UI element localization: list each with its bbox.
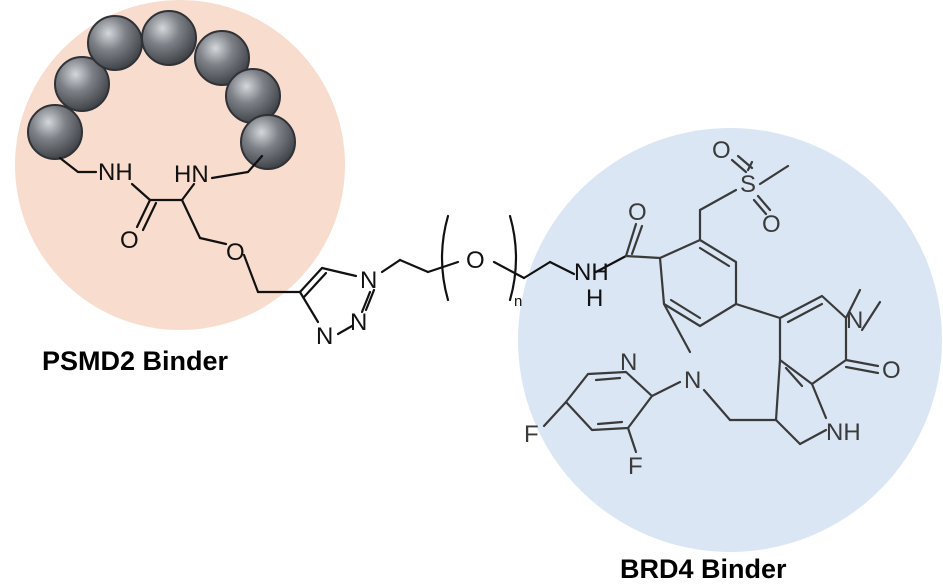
peptide-bead — [87, 15, 143, 71]
atom-f-2: F — [628, 453, 643, 480]
atom-n-pyridine: N — [620, 349, 637, 376]
atom-h-amide-right: H — [586, 285, 603, 312]
atom-o-carbonyl-left: O — [120, 227, 139, 254]
atom-s-sulfone: S — [740, 171, 756, 198]
peptide-bead — [194, 30, 250, 86]
atom-nh-pyrrole: NH — [826, 419, 861, 446]
atom-o-ether: O — [226, 239, 245, 266]
peg-linker — [398, 214, 576, 302]
atom-o-pyridone: O — [882, 357, 901, 384]
atom-nh-amide-left: NH — [98, 159, 133, 186]
atom-o-sulfone-1: O — [712, 137, 731, 164]
brd4-binder-region — [518, 128, 942, 552]
psmd2-bonds — [58, 154, 302, 294]
peg-repeat-subscript: n — [514, 293, 522, 310]
psmd2-binder-label: PSMD2 Binder — [42, 346, 229, 376]
peptide-bead — [27, 104, 83, 160]
peptide-bead — [141, 10, 197, 66]
atom-hn-left: HN — [174, 161, 209, 188]
peptide-bead — [54, 56, 110, 112]
atom-labels: NH HN O O N N N O n NH H O S O O N O NH … — [98, 137, 901, 480]
atom-n-diazepine: N — [684, 367, 701, 394]
atom-n-triazole-1: N — [360, 267, 377, 294]
atom-o-peg: O — [466, 247, 485, 274]
atom-f-1: F — [524, 421, 539, 448]
atom-o-sulfone-2: O — [762, 211, 781, 238]
atom-nh-amide-right: NH — [574, 259, 609, 286]
brd4-bonds — [542, 154, 882, 454]
atom-n-pyridone: N — [846, 307, 863, 334]
brd4-binder-label: BRD4 Binder — [620, 554, 787, 584]
atom-o-carbonyl-right: O — [628, 199, 647, 226]
atom-n-triazole-3: N — [350, 309, 367, 336]
peptide-chain — [27, 10, 296, 170]
atom-n-triazole-4: N — [316, 323, 333, 350]
triazole-ring — [298, 258, 402, 336]
peptide-bead — [240, 114, 296, 170]
